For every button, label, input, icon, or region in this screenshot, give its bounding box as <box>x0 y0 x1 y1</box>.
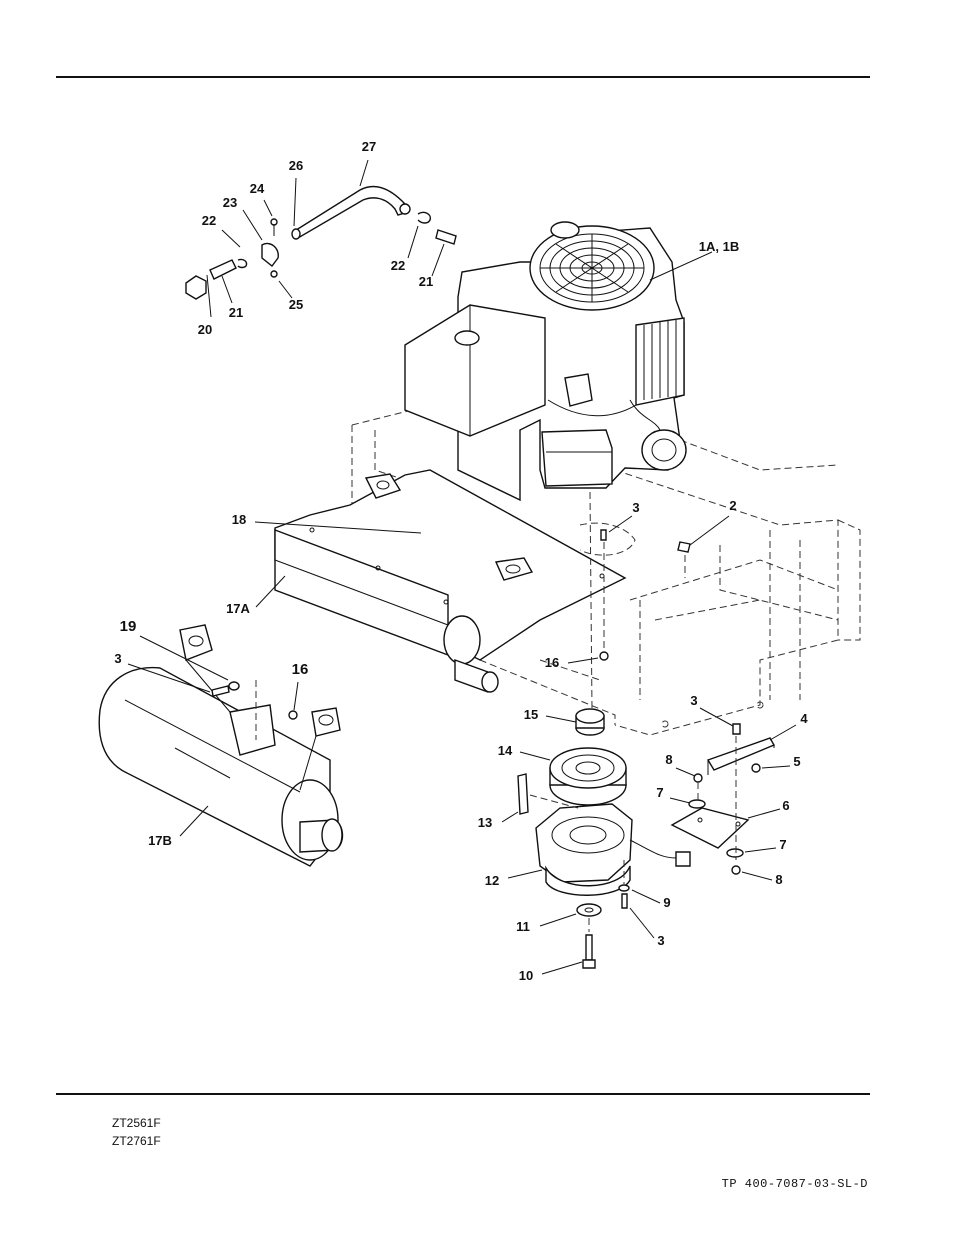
model-number-1: ZT2561F <box>112 1116 161 1130</box>
callout-c8b: 8 <box>775 872 782 887</box>
document-number: TP 400-7087-03-SL-D <box>721 1177 868 1191</box>
callout-c9: 9 <box>663 895 670 910</box>
clutch-assembly <box>211 529 776 969</box>
leader-lines <box>127 159 797 975</box>
callout-c18: 18 <box>232 512 246 527</box>
callout-c16a: 16 <box>292 661 309 678</box>
callout-c19: 19 <box>120 618 137 635</box>
alignment-lines <box>255 491 737 932</box>
engine-assembly <box>404 221 687 502</box>
callout-c10: 10 <box>519 968 533 983</box>
callout-c15: 15 <box>524 707 538 722</box>
callout-c7a: 7 <box>656 785 663 800</box>
callout-c14: 14 <box>498 743 513 758</box>
top-rule <box>56 76 870 78</box>
callout-c3b: 3 <box>114 651 121 666</box>
bottom-rule <box>56 1093 870 1095</box>
callout-c1a1b: 1A, 1B <box>699 239 739 254</box>
callout-c7b: 7 <box>779 837 786 852</box>
callout-c23: 23 <box>223 195 237 210</box>
fuel-fittings <box>185 211 457 300</box>
callout-c16b: 16 <box>545 655 559 670</box>
callout-labels: 27 26 24 23 22 22 21 1A, 1B 25 21 20 18 3 2 17A 19 3 16 16… <box>114 139 808 983</box>
callout-c5: 5 <box>793 754 800 769</box>
callout-c11: 11 <box>516 919 530 934</box>
callout-c6: 6 <box>782 798 789 813</box>
callout-c3a: 3 <box>632 500 639 515</box>
callout-c22b: 22 <box>391 258 405 273</box>
callout-c25: 25 <box>289 297 303 312</box>
callout-c20: 20 <box>198 322 212 337</box>
callout-c21b: 21 <box>229 305 243 320</box>
fuel-hose <box>291 185 411 240</box>
callout-c12: 12 <box>485 873 499 888</box>
callout-c27: 27 <box>362 139 376 154</box>
muffler-17a-assembly <box>274 469 627 693</box>
callout-c26: 26 <box>289 158 303 173</box>
callout-c3d: 3 <box>657 933 664 948</box>
callout-c3c: 3 <box>690 693 697 708</box>
callout-c22a: 22 <box>202 213 216 228</box>
callout-c21a: 21 <box>419 274 433 289</box>
callout-c17a: 17A <box>226 601 250 616</box>
callout-c13: 13 <box>478 815 492 830</box>
callout-c8a: 8 <box>665 752 672 767</box>
callout-c24: 24 <box>250 181 265 196</box>
callout-c4: 4 <box>800 711 808 726</box>
muffler-17b-assembly <box>98 624 344 867</box>
model-number-2: ZT2761F <box>112 1134 161 1148</box>
callout-c2: 2 <box>729 498 736 513</box>
callout-c17b: 17B <box>148 833 172 848</box>
